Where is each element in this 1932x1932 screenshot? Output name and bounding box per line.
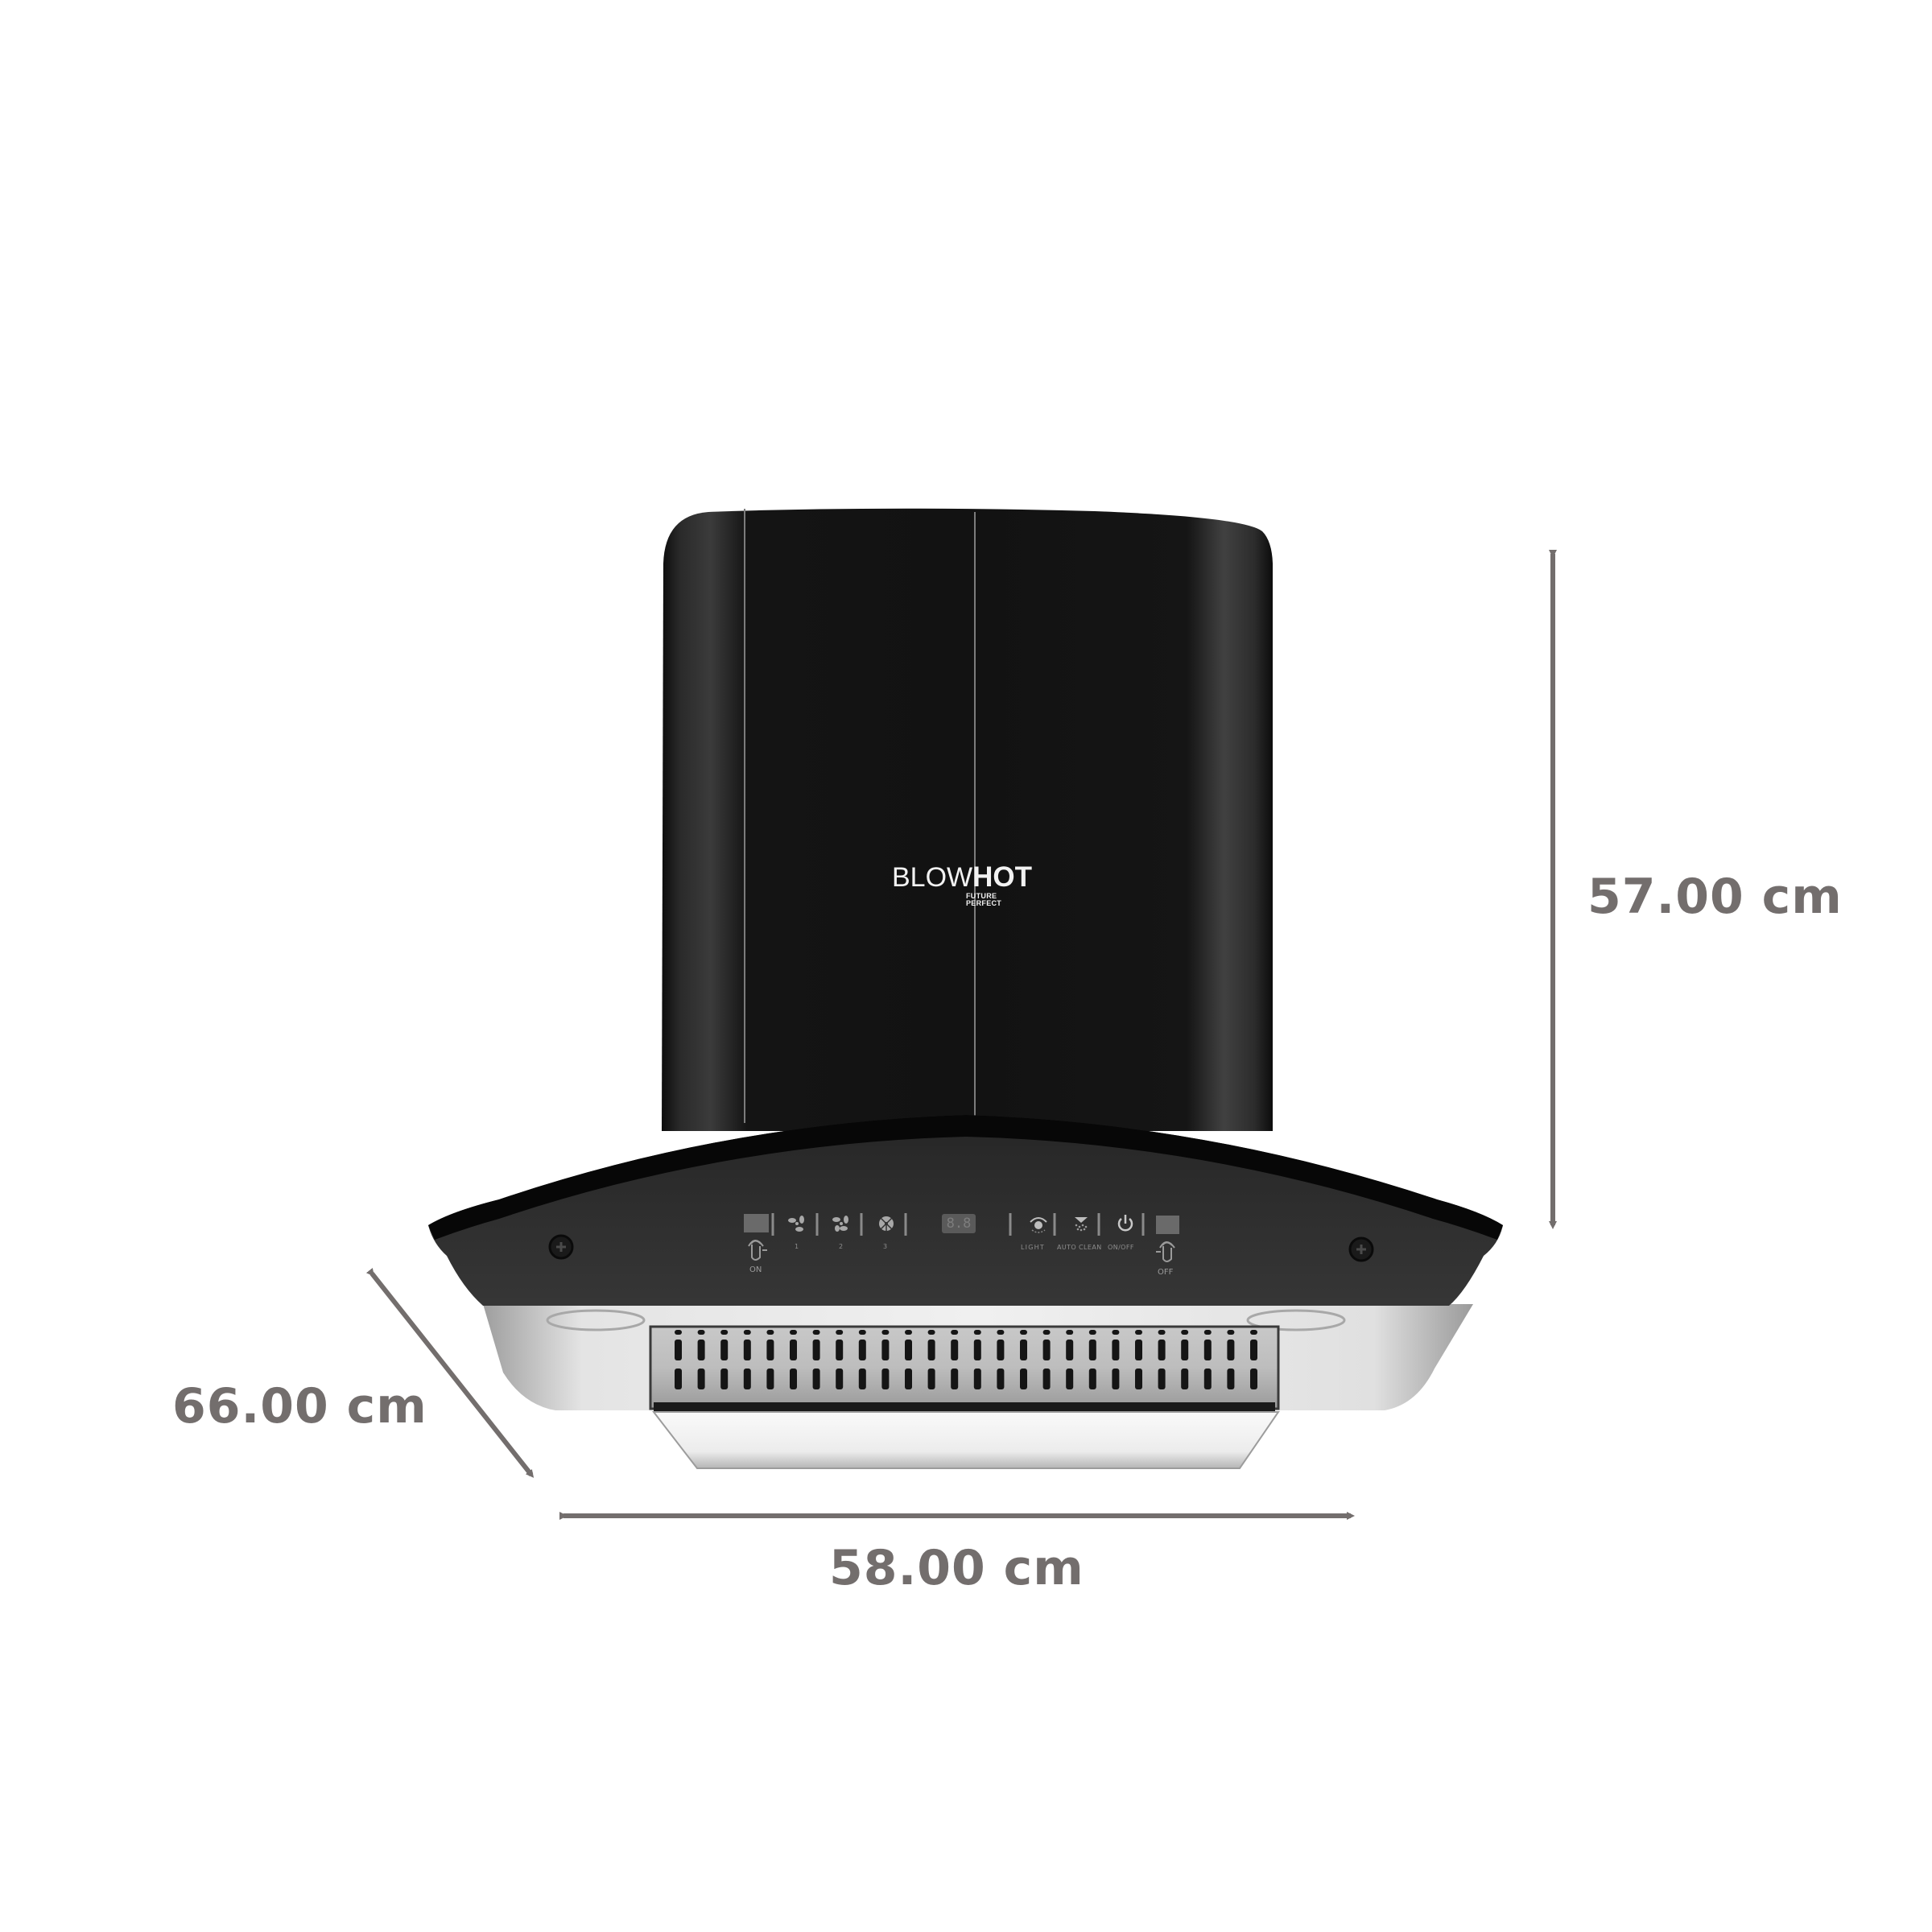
- brand-name-light: BLOW: [892, 862, 973, 893]
- off-label: OFF: [1158, 1268, 1174, 1277]
- brand-name-bold: HOT: [972, 861, 1033, 893]
- fan-speed-2-label: 2: [839, 1243, 844, 1250]
- auto-clean-label: AUTO CLEAN: [1057, 1244, 1102, 1251]
- grease-filter-mesh: [649, 1325, 1280, 1412]
- power-icon: [1117, 1215, 1133, 1232]
- brand-tagline: FUTURE PERFECT: [966, 892, 1002, 907]
- auto-clean-icon: [1075, 1217, 1088, 1232]
- depth-arrow: [365, 1267, 535, 1478]
- touch-control-panel: [744, 1213, 1179, 1262]
- height-dimension-label: 57.00 cm: [1587, 869, 1843, 925]
- light-label: LIGHT: [1021, 1244, 1045, 1251]
- off-sensor-pad: [1156, 1216, 1179, 1234]
- depth-dimension-label: 66.00 cm: [172, 1378, 427, 1435]
- width-dimension-label: 58.00 cm: [829, 1540, 1084, 1596]
- fan-icon: [879, 1216, 894, 1232]
- on-sensor-pad: [744, 1214, 769, 1232]
- brand-logo: BLOWHOT FUTURE PERFECT: [892, 862, 1032, 907]
- power-label: ON/OFF: [1108, 1244, 1134, 1251]
- fan-icon: [832, 1216, 848, 1232]
- dimension-arrows: [365, 550, 1557, 1520]
- led-display-readout: 8.8: [946, 1216, 972, 1232]
- fan-speed-1-label: 1: [795, 1243, 800, 1250]
- on-label: ON: [749, 1265, 762, 1274]
- touch-swipe-right-icon: [748, 1240, 767, 1261]
- touch-swipe-left-icon: [1156, 1241, 1175, 1262]
- led-display: [942, 1214, 976, 1233]
- curved-glass-panel: [428, 1115, 1503, 1306]
- fan-speed-3-label: 3: [883, 1243, 889, 1250]
- chimney-body: [662, 508, 1273, 1131]
- oil-collector-tray: [651, 1411, 1280, 1469]
- brand-name: BLOWHOT: [892, 862, 1032, 893]
- fan-icon: [788, 1216, 804, 1232]
- light-icon: [1030, 1217, 1047, 1233]
